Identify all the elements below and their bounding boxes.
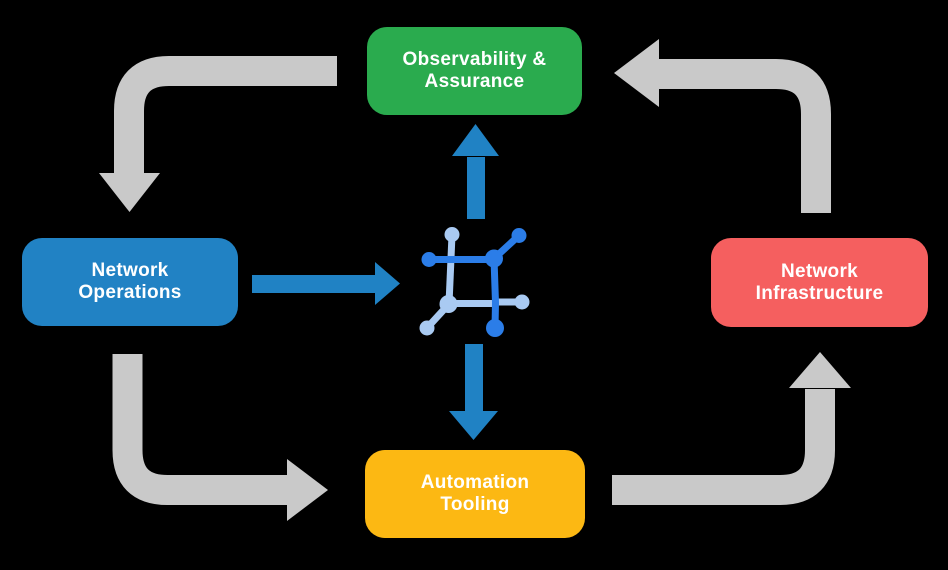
arrow-platform-to-observability xyxy=(452,124,499,219)
arrow-operations-to-platform xyxy=(252,262,400,305)
network-platform-icon xyxy=(419,227,530,337)
arrow-infrastructure-to-observability xyxy=(614,39,831,213)
node-automation-label: Automation Tooling xyxy=(420,472,530,515)
arrow-observability-to-operations xyxy=(99,56,337,212)
arrow-automation-to-infrastructure xyxy=(612,352,851,505)
node-observability-label: Observability & Assurance xyxy=(402,49,547,92)
node-infrastructure-label: Network Infrastructure xyxy=(755,260,884,304)
icon-dark-links xyxy=(421,228,527,337)
arrow-platform-to-automation xyxy=(449,344,498,440)
node-automation: Automation Tooling xyxy=(365,450,585,538)
node-operations-label: Network Operations xyxy=(78,260,182,303)
icon-light-links xyxy=(419,227,530,336)
node-operations: Network Operations xyxy=(22,238,238,326)
node-observability: Observability & Assurance xyxy=(367,27,582,115)
arrow-operations-to-automation xyxy=(112,354,328,521)
node-infrastructure: Network Infrastructure xyxy=(711,238,928,327)
